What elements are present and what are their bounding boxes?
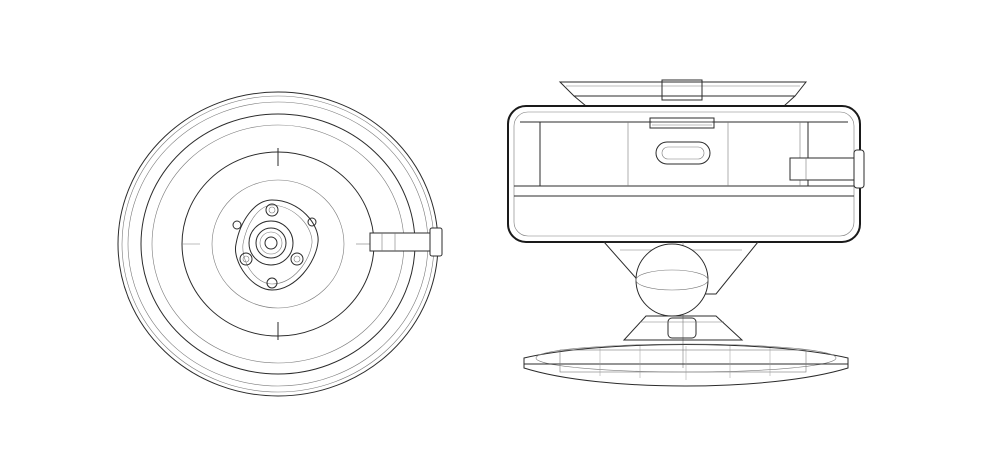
screw-right-upper xyxy=(307,217,317,227)
top-nub xyxy=(661,79,703,101)
hub-ring-outer xyxy=(248,220,294,266)
ball-joint-equator xyxy=(635,269,709,291)
inner-ring xyxy=(211,179,345,309)
mount-screw xyxy=(667,317,697,339)
hub-ring-mid xyxy=(255,227,287,259)
top-view xyxy=(117,91,443,397)
screw-top xyxy=(265,203,279,217)
screw-right-inner xyxy=(293,255,301,263)
screw-right xyxy=(290,252,304,266)
center-hub-inner xyxy=(242,204,313,285)
oval-button-inner xyxy=(661,146,705,160)
base-dish-inner xyxy=(559,349,807,373)
hub-center xyxy=(264,236,278,250)
card-slot xyxy=(649,117,715,129)
screw-left-inner xyxy=(242,255,250,263)
screw-left xyxy=(239,252,253,266)
front-panel xyxy=(539,121,809,187)
screw-top-inner xyxy=(268,206,276,214)
oval-button xyxy=(655,141,711,165)
ball-joint xyxy=(635,243,709,317)
screw-left-upper xyxy=(232,220,242,230)
top-dish xyxy=(558,81,808,97)
side-view xyxy=(507,79,865,387)
side-knob-cap xyxy=(853,149,865,189)
side-button-cap xyxy=(429,227,443,257)
base-mount xyxy=(622,315,744,341)
base-dish xyxy=(523,344,849,387)
screw-bottom xyxy=(266,277,278,289)
neck-cone xyxy=(602,241,760,295)
top-dish-base xyxy=(573,95,796,107)
side-knob-housing xyxy=(789,157,855,181)
hub-ring-inner xyxy=(259,231,283,255)
